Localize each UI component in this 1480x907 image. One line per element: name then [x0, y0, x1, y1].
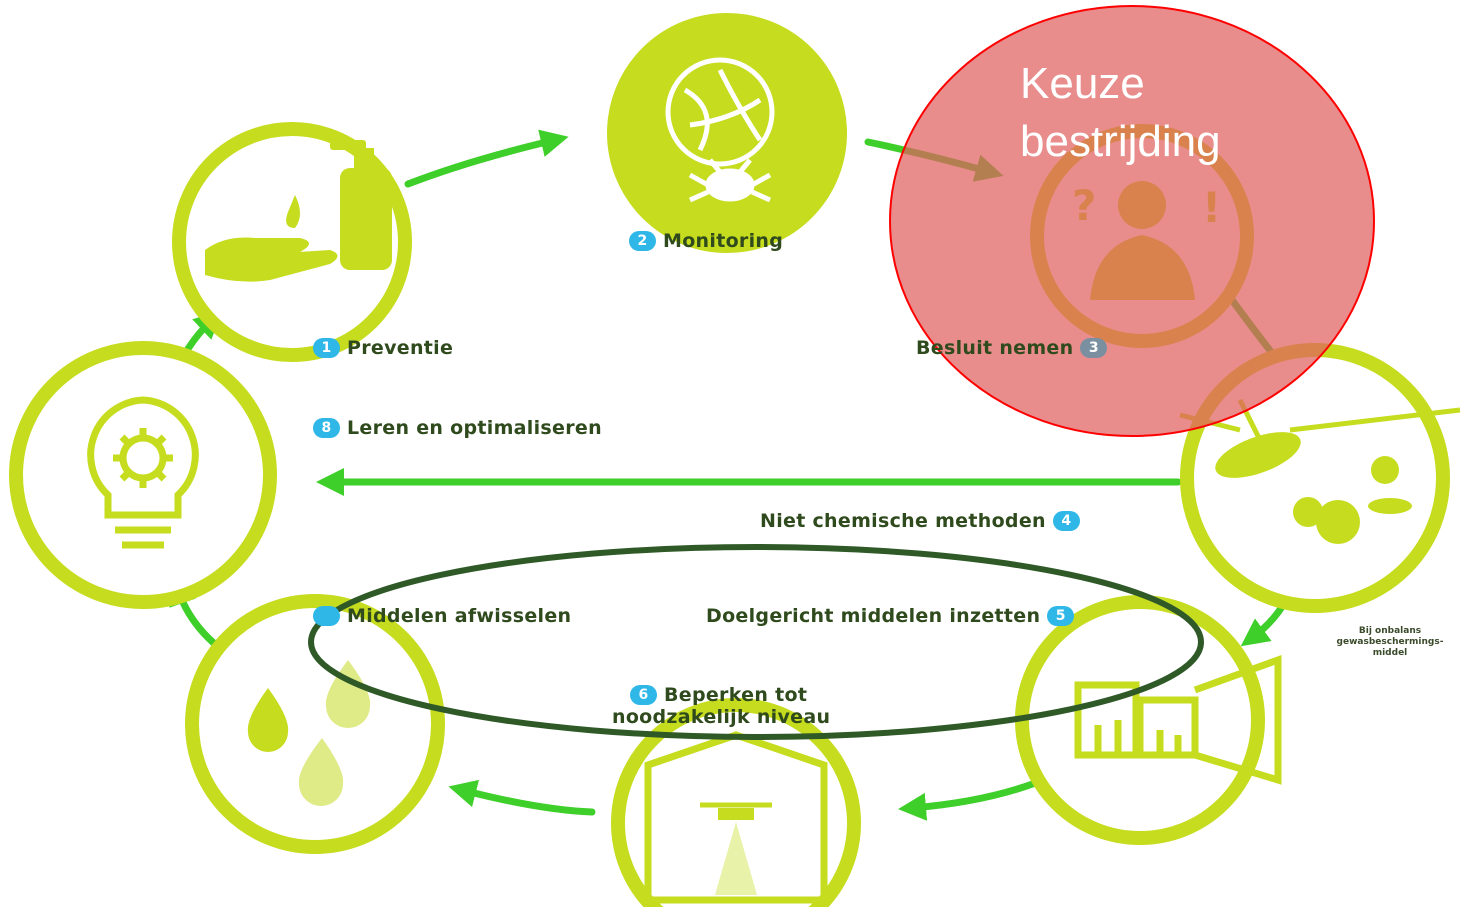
step-4-label: Niet chemische methoden 4: [760, 510, 1087, 532]
arrow-6-to-7: [448, 779, 596, 816]
step-7-text: Middelen afwisselen: [347, 605, 572, 627]
step-1-number: 1: [313, 338, 340, 358]
arrow-5-to-6: [898, 778, 1042, 821]
callout-circle: [889, 5, 1375, 437]
side-note-line2: gewasbeschermings-: [1336, 637, 1444, 647]
step-1-text: Preventie: [347, 337, 454, 359]
step-8-label: 8 Leren en optimaliseren: [306, 417, 602, 439]
step-7-label: Middelen afwisselen: [306, 605, 571, 627]
highlight-ellipse: [308, 544, 1204, 740]
step-6-label: 6 Beperken tot noodzakelijk niveau: [612, 684, 830, 728]
step-3-text: Besluit nemen: [916, 337, 1074, 359]
step-1-label: 1 Preventie: [306, 337, 453, 359]
side-note-line1: Bij onbalans: [1358, 626, 1422, 636]
magnifier-bug-icon: [665, 57, 775, 203]
step-5-circle: [1015, 595, 1282, 845]
step-4-number: 4: [1052, 511, 1080, 531]
step-3-number: 3: [1080, 338, 1108, 358]
step-3-label: Besluit nemen 3: [916, 337, 1114, 359]
callout-line1: Keuze: [1020, 59, 1145, 108]
step-8-number: 8: [313, 418, 340, 438]
callout-text: Keuze bestrijding: [1020, 55, 1221, 171]
step-6-text-line1: Beperken tot: [664, 684, 808, 706]
step-7-circle: [185, 594, 445, 854]
step-6-number: 6: [630, 685, 657, 705]
step-2-label: 2 Monitoring: [622, 230, 783, 252]
side-note: Bij onbalans gewasbeschermings- middel: [1328, 626, 1452, 659]
step-8-circle: [9, 341, 277, 609]
step-2-text: Monitoring: [663, 230, 784, 252]
step-8-text: Leren en optimaliseren: [347, 417, 602, 439]
step-1-circle: [172, 122, 412, 362]
callout-line2: bestrijding: [1020, 117, 1221, 166]
arrow-1-to-2: [404, 129, 569, 188]
step-2-number: 2: [629, 231, 656, 251]
step-2-circle: [607, 13, 847, 253]
step-4-text: Niet chemische methoden: [760, 510, 1046, 532]
greenhouse-icon: [1074, 655, 1282, 785]
step-6-circle: [611, 698, 861, 907]
step-7-number: [313, 606, 340, 626]
step-5-label: Doelgericht middelen inzetten 5: [706, 605, 1081, 627]
side-note-line3: middel: [1372, 648, 1408, 658]
drone-icon: [644, 731, 828, 904]
step-5-number: 5: [1047, 606, 1075, 626]
lightbulb-icon: [87, 396, 199, 549]
hand-soap-icon: [205, 140, 392, 282]
step-6-text-line2: noodzakelijk niveau: [612, 706, 831, 728]
step-5-text: Doelgericht middelen inzetten: [706, 605, 1041, 627]
